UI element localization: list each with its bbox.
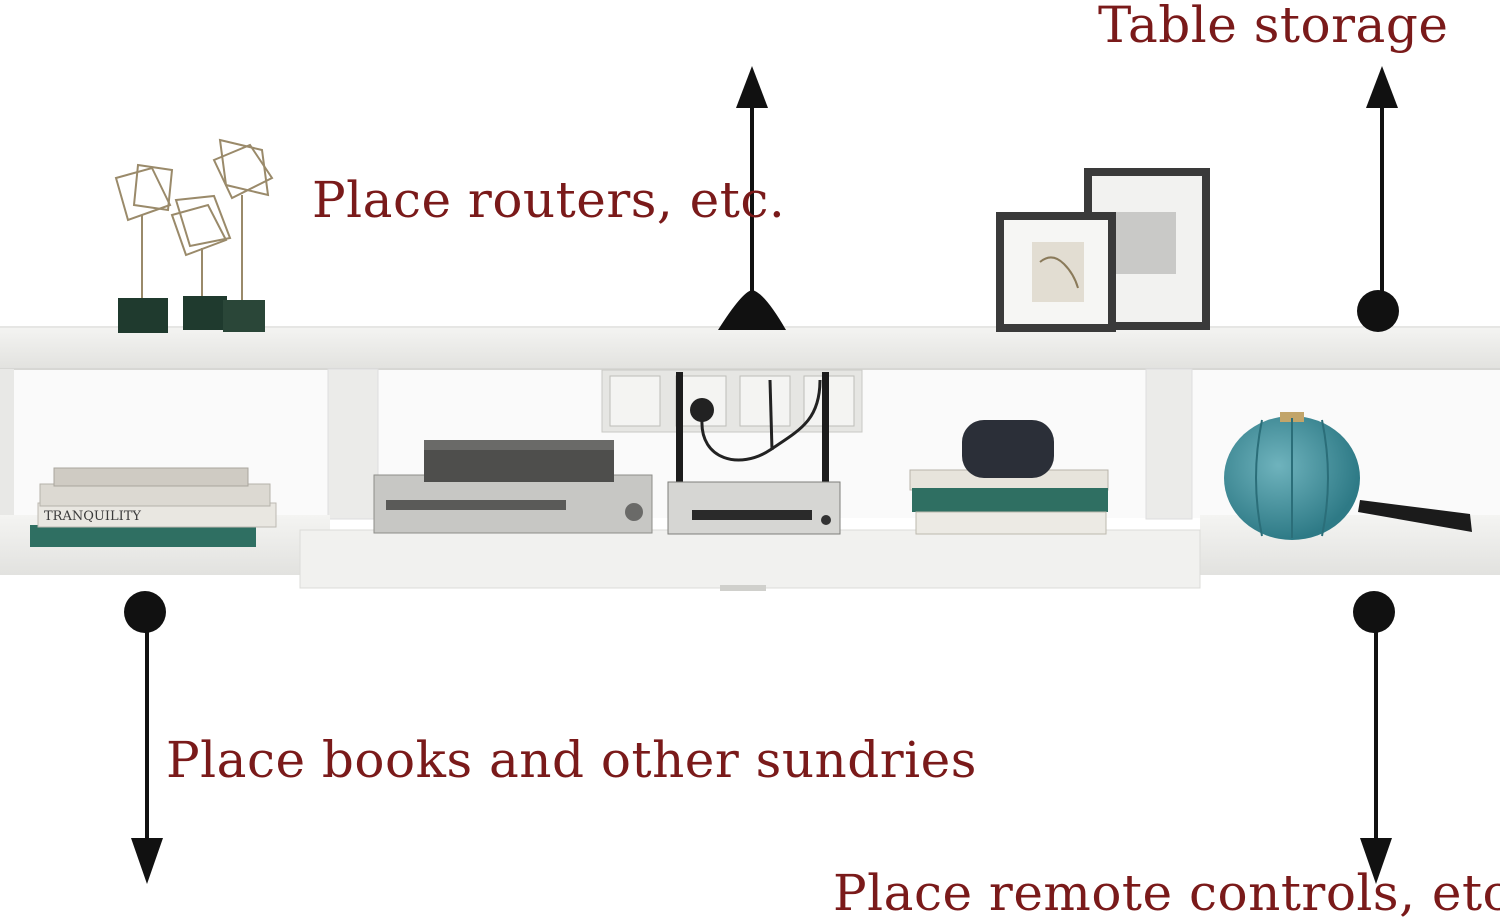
cube-sculptures xyxy=(114,138,274,300)
label-place-books: Place books and other sundries xyxy=(166,731,977,789)
bottom-shelf-board xyxy=(0,515,1500,591)
marble-bases xyxy=(118,296,265,333)
router xyxy=(667,372,841,535)
top-shelf-board xyxy=(0,326,1500,370)
middle-right-support xyxy=(1145,368,1193,520)
arrow-up-routers xyxy=(736,66,768,300)
arrow-up-table-storage xyxy=(1357,66,1399,332)
picture-frames xyxy=(996,168,1210,332)
teal-vase xyxy=(1224,412,1360,540)
wall-socket-panel xyxy=(601,369,863,462)
svg-text:TRANQUILITY: TRANQUILITY xyxy=(44,509,141,524)
pot-and-books xyxy=(909,420,1109,535)
label-table-storage: Table storage xyxy=(1098,0,1449,54)
arrow-down-books xyxy=(124,591,166,884)
label-place-remotes: Place remote controls, etc. xyxy=(833,864,1500,922)
label-place-routers: Place routers, etc. xyxy=(312,171,786,229)
left-support xyxy=(0,369,14,519)
arrow-down-remotes xyxy=(1353,591,1395,884)
remote-control xyxy=(1358,500,1472,532)
media-devices xyxy=(373,440,653,534)
middle-left-support xyxy=(327,368,379,520)
book-stack-left: TRANQUILITY xyxy=(30,467,277,547)
cable-grommet xyxy=(718,290,786,330)
